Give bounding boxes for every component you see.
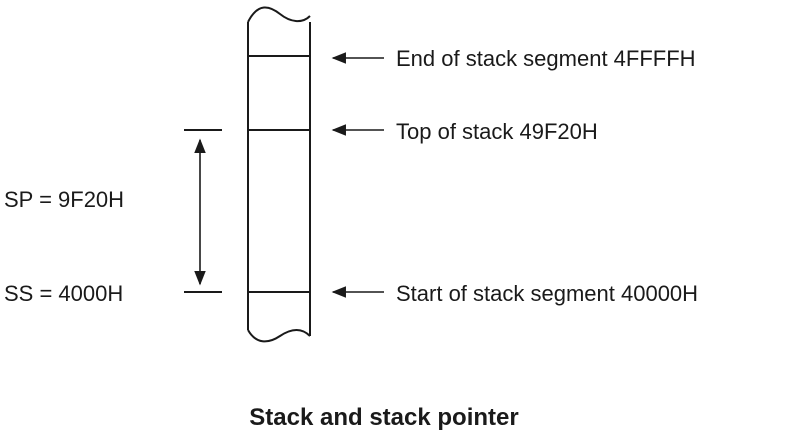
stack-memory-column (247, 6, 311, 343)
figure-caption: Stack and stack pointer (249, 404, 518, 431)
column-top-break (247, 6, 311, 23)
top-of-stack-label: Top of stack 49F20H (396, 119, 598, 144)
end-of-segment-label: End of stack segment 4FFFFH (396, 46, 696, 71)
sp-label: SP = 9F20H (4, 187, 124, 212)
ss-label: SS = 4000H (4, 281, 123, 306)
column-bottom-break (247, 329, 311, 343)
start-of-segment-label: Start of stack segment 40000H (396, 281, 698, 306)
